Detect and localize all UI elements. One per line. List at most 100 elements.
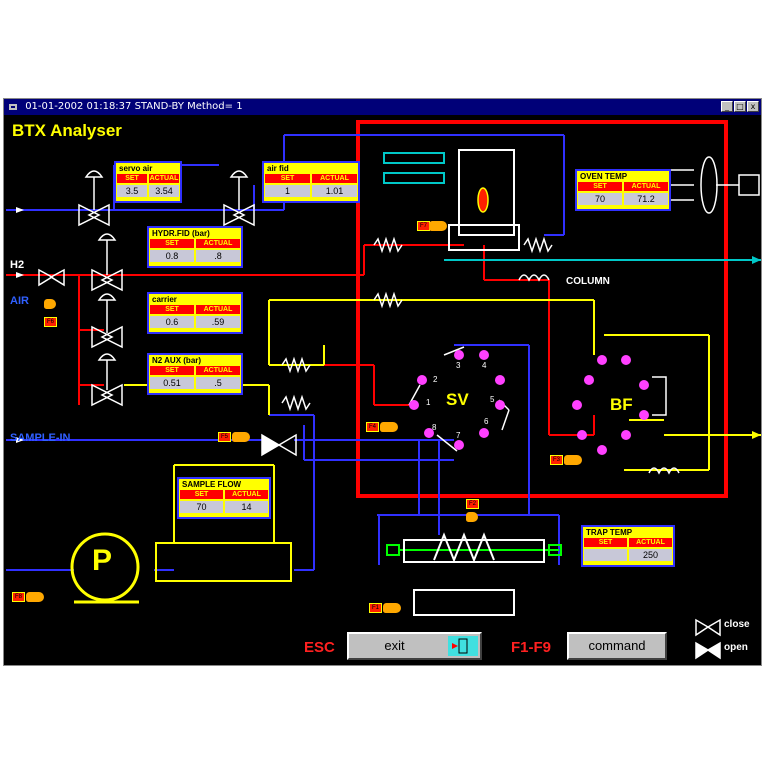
pump-label: P [92, 544, 113, 577]
actual-value: 14 [225, 501, 268, 513]
set-label: SET [180, 490, 223, 499]
oven-fan-icon [669, 156, 760, 214]
sv-port-6: 6 [484, 417, 489, 426]
h2-label: H2 [10, 259, 25, 271]
set-label: SET [150, 239, 194, 248]
set-value[interactable]: 1 [265, 185, 310, 197]
bf-ports [572, 355, 649, 455]
legend-close-label: close [724, 619, 750, 630]
actual-value: .8 [196, 250, 240, 262]
sv-port-8: 8 [432, 423, 437, 432]
set-label: SET [265, 174, 310, 183]
actual-value: 1.01 [312, 185, 357, 197]
actual-label: ACTUAL [312, 174, 357, 183]
column-coil [518, 274, 680, 475]
actual-value: 250 [629, 549, 672, 561]
actual-value: .59 [196, 316, 240, 328]
set-value[interactable]: 0.51 [150, 377, 194, 389]
hand-pointer-icon [26, 592, 44, 602]
maximize-button[interactable]: □ [734, 101, 746, 112]
air-line [6, 134, 565, 571]
restrictors [281, 236, 553, 412]
box-title: SAMPLE FLOW [182, 480, 242, 489]
legend-open-label: open [724, 642, 748, 653]
sv-port-7: 7 [456, 431, 461, 440]
set-value[interactable]: 70 [578, 193, 622, 205]
tag-f3[interactable]: F3 [550, 455, 563, 465]
oven-enclosure [356, 120, 728, 498]
actual-label: ACTUAL [624, 182, 668, 191]
box-title: OVEN TEMP [580, 172, 628, 181]
set-value[interactable] [584, 549, 627, 561]
set-value[interactable]: 0.6 [150, 316, 194, 328]
bf-label: BF [610, 395, 633, 414]
hand-pointer-icon [564, 455, 582, 465]
sv-port-3: 3 [456, 361, 461, 370]
tag-f1[interactable]: F1 [369, 603, 382, 613]
bf-valve [652, 376, 667, 416]
box-title: servo air [119, 164, 153, 173]
close-button[interactable]: x [747, 101, 759, 112]
sv-label: SV [446, 390, 469, 409]
hand-pointer-icon [466, 512, 478, 522]
actual-label: ACTUAL [196, 239, 240, 248]
actual-label: ACTUAL [149, 174, 179, 183]
detector [383, 149, 520, 251]
actual-value: 71.2 [624, 193, 668, 205]
set-value[interactable]: 3.5 [117, 185, 147, 197]
set-value[interactable]: 0.8 [150, 250, 194, 262]
title-bar[interactable]: 01-01-2002 01:18:37 STAND-BY Method= 1 _… [4, 99, 761, 115]
application-window: 01-01-2002 01:18:37 STAND-BY Method= 1 _… [3, 98, 762, 666]
column-label: COLUMN [566, 276, 610, 287]
box-title: air fid [267, 164, 289, 173]
exit-button[interactable]: exit [347, 632, 482, 660]
tag-f6[interactable]: F6 [44, 317, 57, 327]
set-label: SET [578, 182, 622, 191]
sv-port-1: 1 [426, 398, 431, 407]
sv-port-5: 5 [490, 395, 495, 404]
actual-label: ACTUAL [196, 366, 240, 375]
sample-valve [261, 433, 297, 457]
sample-in-label: SAMPLE-IN [10, 432, 71, 444]
box-title: TRAP TEMP [586, 528, 633, 537]
flame-icon [477, 187, 489, 213]
exit-label: exit [384, 638, 405, 653]
sv-valve [408, 346, 510, 452]
set-label: SET [584, 538, 627, 547]
hand-pointer-icon [380, 422, 398, 432]
set-value[interactable]: 70 [180, 501, 223, 513]
legend-valves [695, 618, 721, 660]
air-label: AIR [10, 295, 29, 307]
command-button[interactable]: command [567, 632, 667, 660]
box-title: carrier [152, 295, 177, 304]
box-title: N2 AUX (bar) [152, 356, 202, 365]
tag-f8[interactable]: F8 [12, 592, 25, 602]
sv-ports [409, 350, 505, 450]
set-label: SET [150, 305, 194, 314]
tag-f5[interactable]: F5 [218, 432, 231, 442]
actual-label: ACTUAL [196, 305, 240, 314]
actual-value: 3.54 [149, 185, 179, 197]
tag-f2[interactable]: F2 [466, 499, 479, 509]
trap [377, 514, 562, 616]
pneumatic-valves [38, 170, 255, 407]
minimize-button[interactable]: _ [721, 101, 733, 112]
hand-pointer-icon [232, 432, 250, 442]
hand-pointer-icon [383, 603, 401, 613]
actual-label: ACTUAL [225, 490, 268, 499]
sv-port-4: 4 [482, 361, 487, 370]
sv-port-2: 2 [433, 375, 438, 384]
tag-f4[interactable]: F4 [366, 422, 379, 432]
exit-door-icon [448, 636, 478, 656]
set-label: SET [150, 366, 194, 375]
actual-label: ACTUAL [629, 538, 672, 547]
pump-icon [70, 464, 292, 604]
